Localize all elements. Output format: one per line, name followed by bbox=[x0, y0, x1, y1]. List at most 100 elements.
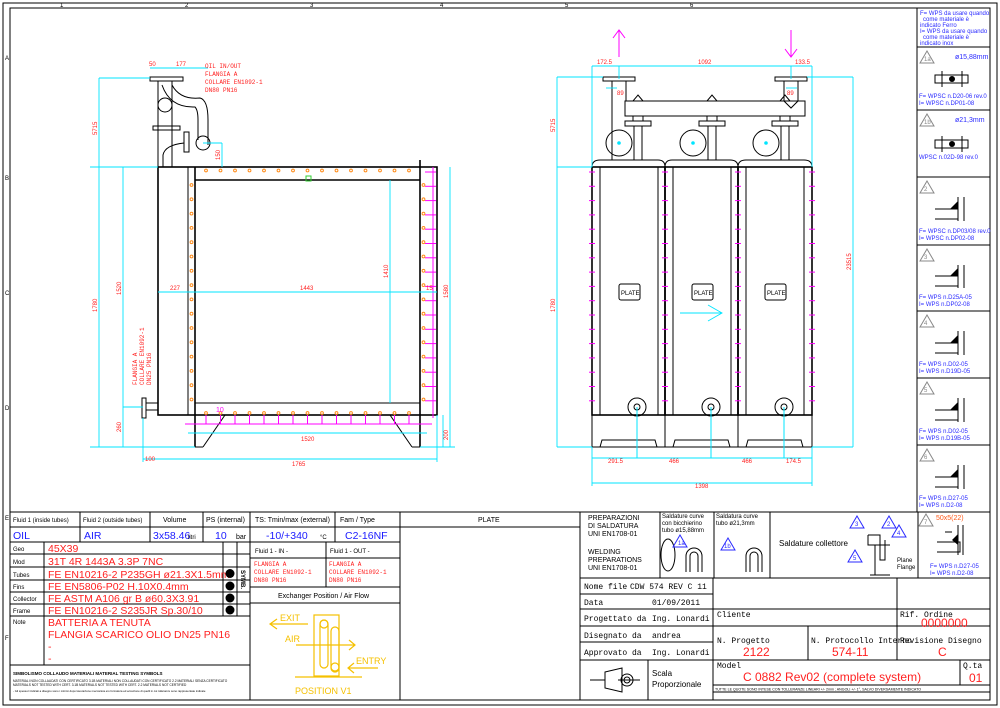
weld-tag-label: 1a bbox=[678, 541, 685, 547]
weld-tag-icon bbox=[919, 180, 935, 194]
curve2-line: Saldatura curve bbox=[716, 514, 759, 520]
weld-tag-label: 5 bbox=[853, 556, 857, 562]
fluid-in-line: COLLARE EN1092-1 bbox=[254, 569, 312, 576]
weld-tag-icon bbox=[672, 534, 688, 548]
weld-side-panel: F= WPS da usare quando come materiale è … bbox=[916, 7, 991, 513]
fam-value: C2-16NF bbox=[345, 530, 388, 542]
volume-value: 3x58.46 bbox=[153, 530, 191, 542]
sheet-row-labels: A B C D E F bbox=[5, 56, 10, 642]
model-value: C 0882 Rev02 (complete system) bbox=[743, 670, 921, 684]
row-label: D bbox=[5, 406, 10, 412]
coil-frame bbox=[157, 166, 438, 416]
plane-flange-label: Plane bbox=[897, 558, 913, 564]
testing-symbol-icon bbox=[225, 569, 235, 578]
tube-end-dot bbox=[421, 240, 426, 245]
weld-tag-icon bbox=[919, 113, 935, 127]
tube-end-dot bbox=[392, 168, 397, 173]
dim-label: 291.5 bbox=[608, 459, 624, 465]
rif-ordine-value: 0000000 bbox=[921, 616, 968, 630]
weld-wps-line: I= WPS n.D2-08 bbox=[919, 503, 963, 509]
ps-value: 10 bbox=[215, 530, 227, 542]
tube-end-dot bbox=[378, 411, 382, 415]
note-line: OIL IN/OUT bbox=[205, 63, 241, 70]
weld-panel-6: 6F= WPS n.D27-05I= WPS n.D2-08 bbox=[917, 444, 990, 509]
tube-end-dot bbox=[421, 383, 426, 388]
tube-end-dot bbox=[189, 183, 194, 187]
tube-end-dot bbox=[189, 369, 194, 373]
dim-label: 177 bbox=[176, 62, 187, 68]
weld-tag-label: 5 bbox=[924, 388, 928, 394]
row-value: FE EN10216-2 S235JR Sp.30/10 bbox=[48, 605, 203, 617]
dim-label: 10 bbox=[216, 407, 224, 414]
col-label: 6 bbox=[690, 3, 694, 9]
note-line: FLANGIA A bbox=[132, 352, 139, 385]
tube-end-dot bbox=[189, 283, 194, 288]
left-view-dimensions: 50 177 5715 150 1780 1520 227 1443 1410 … bbox=[90, 62, 455, 468]
row-label: Geo bbox=[13, 547, 25, 553]
ts-value: -10/+340 bbox=[266, 530, 308, 542]
weld-wps-line: F= WPSC n.DP03/08 rev.0 bbox=[919, 229, 991, 235]
col-label: 4 bbox=[440, 3, 444, 9]
dim-label: 1580 bbox=[444, 284, 450, 298]
sheet-col-labels: 1 2 3 4 5 6 bbox=[60, 3, 694, 9]
flow-in-arrow bbox=[784, 30, 798, 58]
data-value: 01/09/2011 bbox=[652, 599, 700, 608]
weld-size-label: ø15,88mm bbox=[955, 54, 989, 61]
flange-center bbox=[691, 141, 695, 145]
tube-end-dots bbox=[189, 168, 426, 415]
position-label: POSITION V1 bbox=[295, 686, 352, 696]
weld-tag-label: 3 bbox=[924, 255, 928, 261]
round-flange bbox=[605, 129, 633, 157]
module-hatch-marks bbox=[589, 171, 815, 402]
dim-label: 1780 bbox=[93, 298, 99, 312]
tube-end-dot bbox=[421, 397, 426, 402]
weld-wps-line: I= WPS n.D2-08 bbox=[930, 571, 974, 577]
module bbox=[591, 166, 666, 448]
weld-wps-line: I= WPS n.D19D-05 bbox=[919, 369, 971, 375]
col-label: 5 bbox=[565, 3, 569, 9]
tube-end-dot bbox=[204, 411, 208, 415]
header-fam: Fam / Type bbox=[340, 517, 375, 524]
tube-end-dot bbox=[421, 283, 426, 288]
curve1-line: tubo ø15,88mm bbox=[662, 528, 704, 534]
weld-tag-label: 7 bbox=[924, 520, 928, 526]
row-label: Frame bbox=[13, 609, 31, 615]
module bbox=[664, 166, 739, 448]
module bbox=[737, 166, 813, 448]
row-value: FE EN5806-P02 H.10X0.4mm bbox=[48, 581, 189, 593]
tube-end-dot bbox=[291, 411, 295, 415]
tube-end-dot bbox=[421, 297, 426, 302]
tube-end-dot bbox=[262, 411, 266, 415]
drain-flange bbox=[141, 397, 147, 419]
testing-symbol-icon bbox=[225, 581, 235, 591]
air-flow-arrow bbox=[680, 304, 723, 322]
dim-label: 466 bbox=[669, 459, 680, 465]
fluid-out-line: FLANGIA A bbox=[329, 561, 362, 568]
weld-note-line: come materiale è bbox=[923, 17, 970, 23]
cliente-label: Cliente bbox=[717, 611, 751, 620]
plate-labels: PLATE PLATE PLATE bbox=[618, 283, 787, 301]
tube-end-dot bbox=[262, 168, 266, 173]
note-line: FLANGIA A bbox=[205, 71, 238, 78]
collector-welds-label: Saldature collettore bbox=[779, 539, 848, 548]
weld-joint-sketch bbox=[935, 465, 965, 489]
legend-title: SIMBOLISMO COLLAUDO MATERIALI MATERIAL T… bbox=[13, 671, 163, 676]
dim-label: 1443 bbox=[300, 286, 314, 292]
tube-end-dot bbox=[189, 268, 194, 273]
protocollo-label: N. Protocollo Interno bbox=[811, 637, 912, 646]
header-fluid1: Fluid 1 (inside tubes) bbox=[13, 518, 69, 524]
nozzle-flange bbox=[771, 120, 799, 127]
tube-end-dot bbox=[189, 297, 194, 302]
oil-pipe-assembly bbox=[149, 76, 211, 167]
header-fluid2: Fluid 2 (outside tubes) bbox=[83, 518, 142, 524]
tube-end-dot bbox=[204, 168, 208, 173]
approvato-value: Ing. Lonardi bbox=[652, 649, 710, 658]
nozzle-pipe bbox=[633, 126, 643, 160]
ts-unit: °C bbox=[320, 535, 327, 541]
tube-end-dot bbox=[291, 168, 295, 173]
weld-tag-icon bbox=[919, 50, 935, 64]
note-line: DN25 PN16 bbox=[146, 352, 153, 385]
note-line: COLLARE EN1092-1 bbox=[139, 327, 146, 385]
weld-bead-icon bbox=[950, 201, 958, 209]
